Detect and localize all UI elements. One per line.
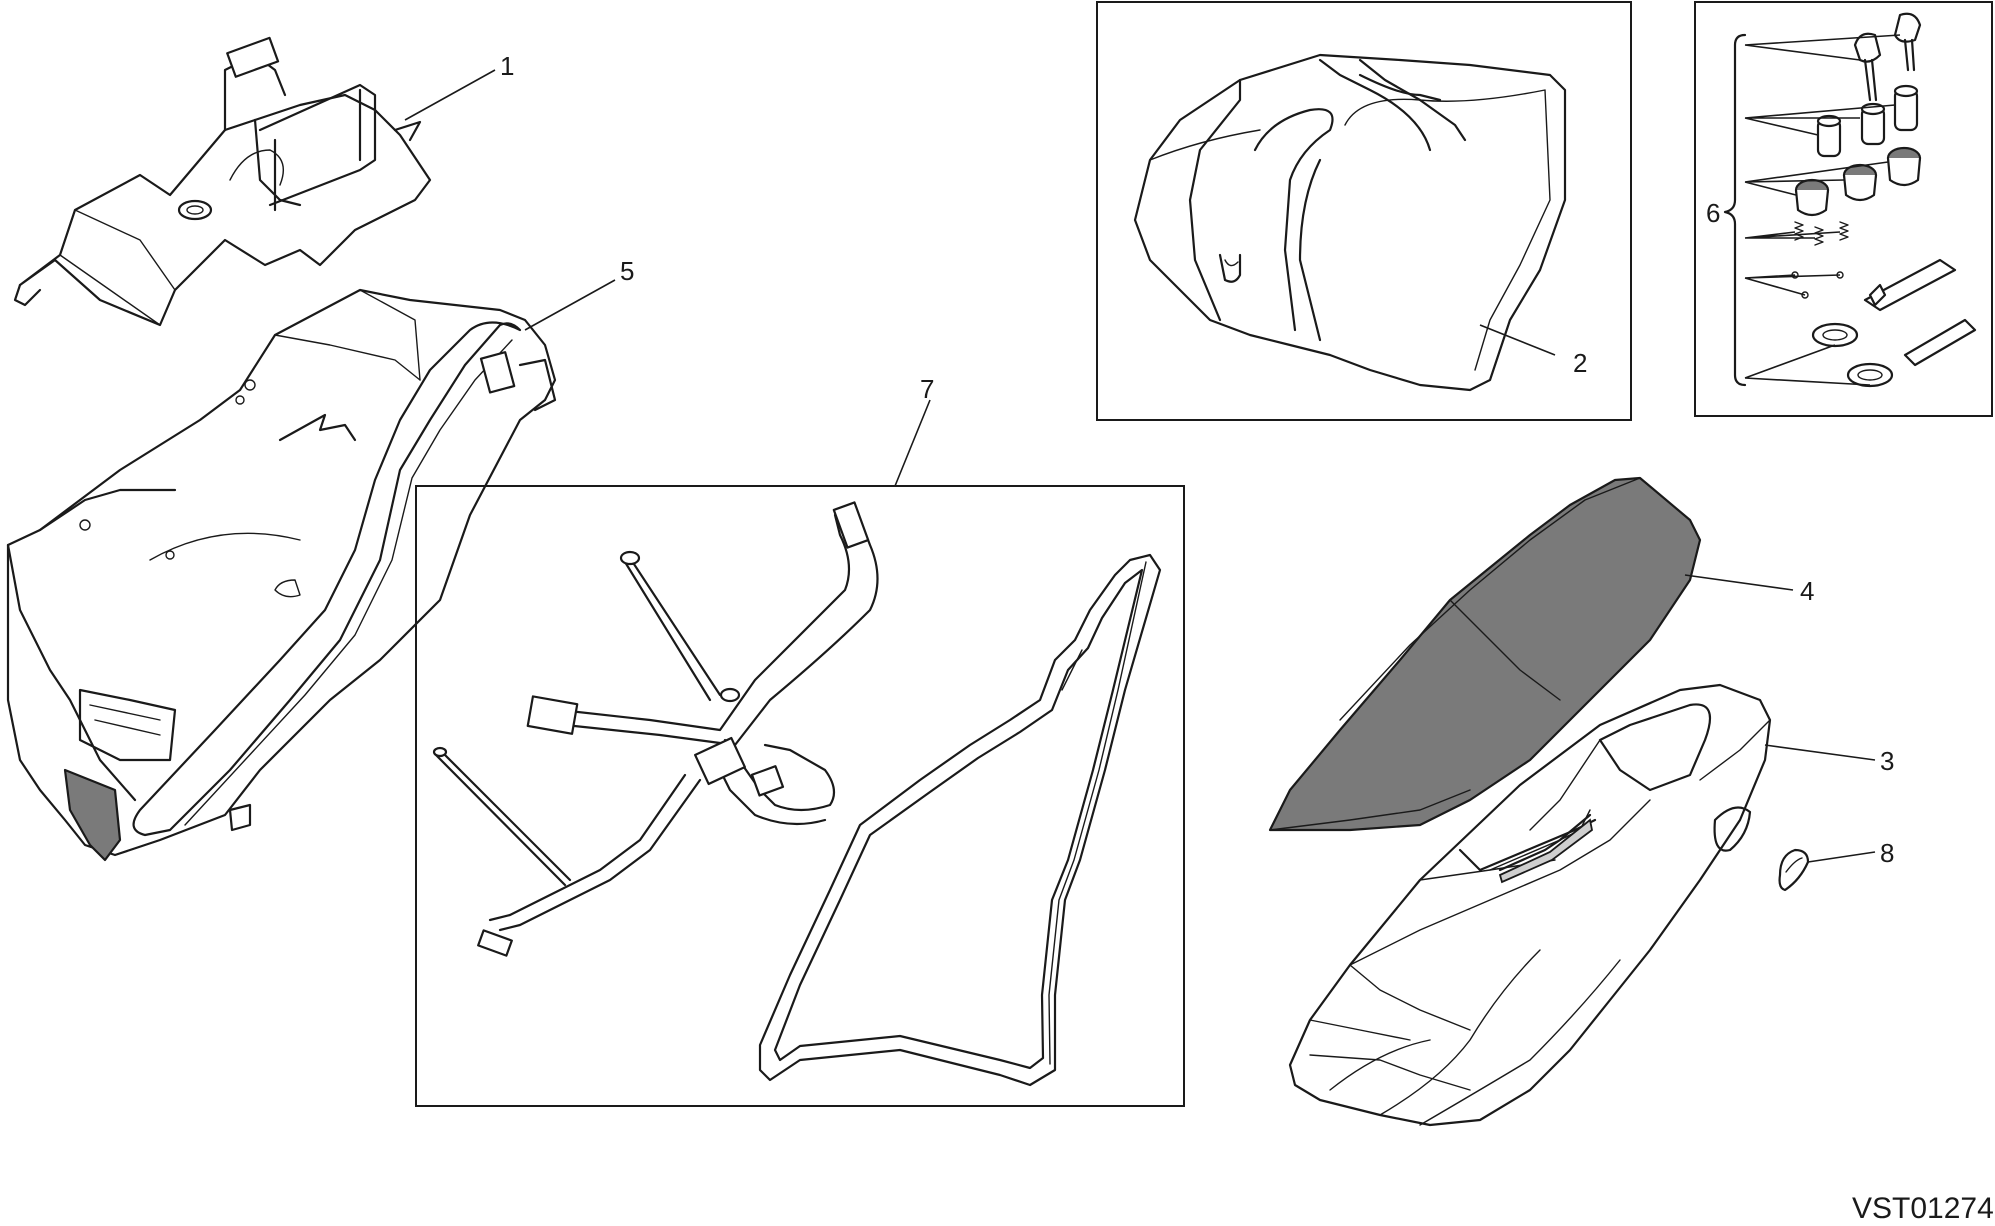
part-2-inner-bag xyxy=(1133,53,1567,392)
callout-3: 3 xyxy=(1880,746,1894,776)
leader-3 xyxy=(1764,744,1876,761)
part-2-frame-box xyxy=(1096,1,1632,421)
callout-7: 7 xyxy=(920,374,934,404)
part-1-mounting-bracket xyxy=(13,36,432,327)
part-7-liner-and-straps xyxy=(432,501,1162,1087)
part-6-lock-kit xyxy=(1723,12,1977,388)
leader-2 xyxy=(1479,324,1556,356)
leader-1 xyxy=(404,69,496,121)
leader-8 xyxy=(1807,851,1876,863)
leader-4 xyxy=(1684,574,1794,591)
part-5-side-case-body xyxy=(6,288,557,862)
callout-5: 5 xyxy=(620,256,634,286)
part-7-frame-box xyxy=(415,485,1185,1107)
part-8-cap xyxy=(1778,848,1810,892)
callout-4: 4 xyxy=(1800,576,1814,606)
part-4-lid-cover xyxy=(1268,476,1702,832)
part-6-frame-box xyxy=(1694,1,1993,417)
callout-2: 2 xyxy=(1573,348,1587,378)
leader-5 xyxy=(524,279,616,331)
callout-1: 1 xyxy=(500,51,514,81)
part-3-case-shell xyxy=(1288,683,1772,1127)
callout-6: 6 xyxy=(1706,198,1720,228)
leader-7 xyxy=(894,399,931,487)
callout-8: 8 xyxy=(1880,838,1894,868)
drawing-code: VST01274 xyxy=(1852,1192,1994,1225)
